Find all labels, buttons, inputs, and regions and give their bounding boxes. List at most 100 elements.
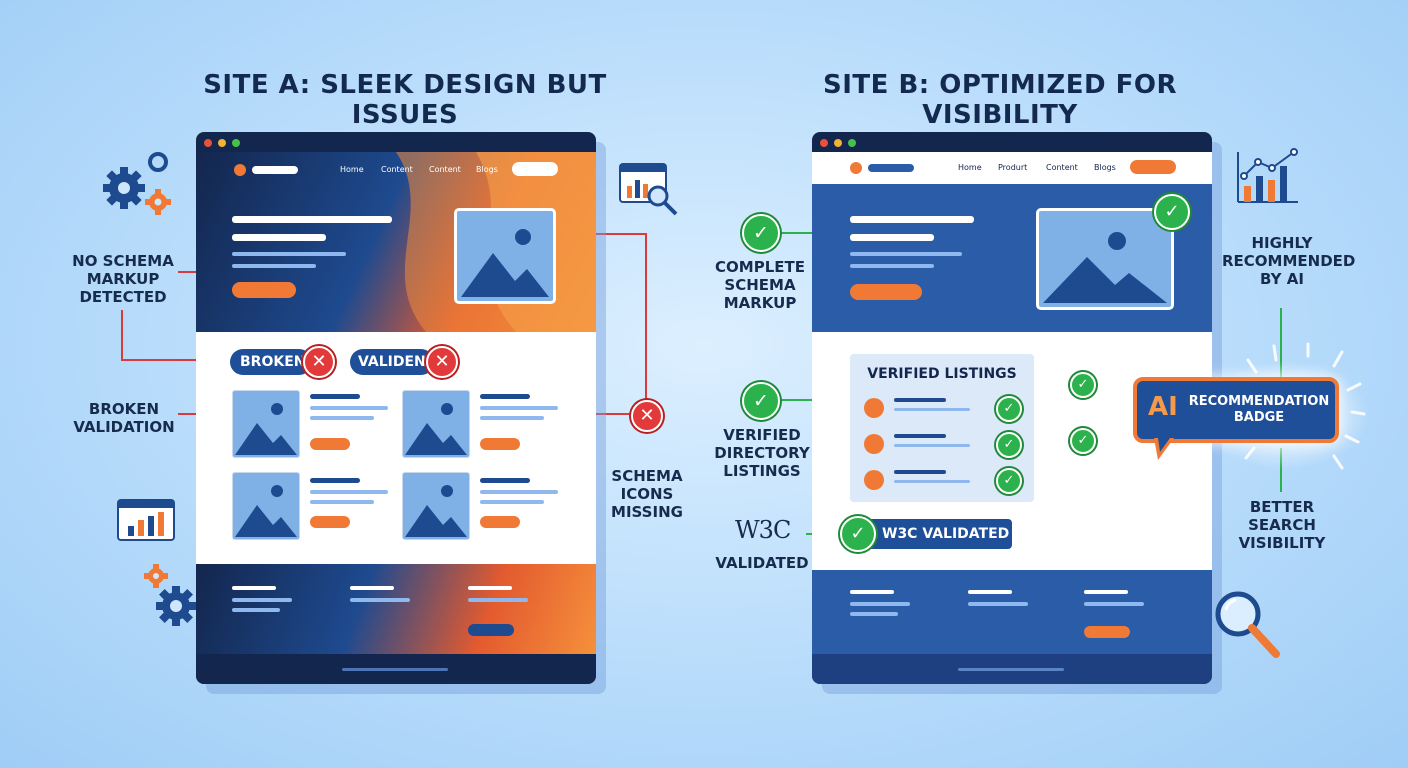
card-text-bar: [480, 500, 544, 504]
nav-cta-button[interactable]: [1130, 160, 1176, 174]
hero-headline-bar: [850, 234, 934, 241]
callout-broken-validation: BROKEN VALIDATION: [73, 400, 175, 436]
hero-text-bar: [850, 264, 934, 268]
ai-badge-text: RECOMMENDATION BADGE: [1188, 394, 1330, 425]
nav-home[interactable]: Home: [958, 163, 982, 172]
listing-title-bar: [894, 470, 946, 474]
listing-dot: [864, 470, 884, 490]
footer-section: [196, 564, 596, 684]
card-text-bar: [310, 416, 374, 420]
listing-dot: [864, 398, 884, 418]
bar-chart-window-icon: [117, 499, 175, 541]
hero-text-bar: [850, 252, 962, 256]
nav-cta-button[interactable]: [512, 162, 558, 176]
broken-badge: BROKEN: [230, 349, 312, 375]
card-text-bar: [480, 406, 558, 410]
site-a-title: SITE A: SLEEK DESIGN BUT ISSUES: [203, 70, 607, 130]
validen-badge: VALIDEN: [350, 349, 434, 375]
check-icon: ✓: [1070, 372, 1096, 398]
card-title-bar: [310, 478, 360, 483]
nav-blogs[interactable]: Blogs: [1094, 163, 1116, 172]
check-icon: ✓: [840, 516, 876, 552]
footer-section: [812, 570, 1212, 684]
nav-content-2[interactable]: Content: [429, 165, 461, 174]
verified-listings-panel: VERIFIED LISTINGS: [850, 354, 1034, 502]
window-close-dot[interactable]: [204, 139, 212, 147]
error-x-icon: ✕: [426, 346, 458, 378]
callout-schema-missing: SCHEMA ICONS MISSING: [611, 467, 683, 521]
card-button[interactable]: [480, 516, 520, 528]
card-button[interactable]: [310, 516, 350, 528]
window-close-dot[interactable]: [820, 139, 828, 147]
window-titlebar: [196, 132, 596, 152]
hero-cta-button[interactable]: [232, 282, 296, 298]
site-a-window: Home Content Content Blogs: [196, 132, 596, 684]
analytics-search-icon: [619, 163, 678, 216]
check-icon: ✓: [996, 432, 1022, 458]
broken-badge-label: BROKEN: [240, 354, 306, 370]
card-text-bar: [310, 490, 388, 494]
callout-verified-listings: VERIFIED DIRECTORY LISTINGS: [714, 426, 810, 480]
nav-blogs[interactable]: Blogs: [476, 165, 498, 174]
hero-image: [454, 208, 556, 304]
listing-text-bar: [894, 408, 970, 411]
check-icon: ✓: [742, 214, 780, 252]
check-icon: ✓: [996, 396, 1022, 422]
callout-highly-recommended: HIGHLY RECOMMENDED BY AI: [1222, 234, 1356, 288]
card-text-bar: [310, 500, 374, 504]
hero-headline-bar: [232, 216, 392, 223]
hero-image: [1036, 208, 1174, 310]
callout-no-schema: NO SCHEMA MARKUP DETECTED: [72, 252, 174, 306]
hero-section: [812, 184, 1212, 332]
card-text-bar: [480, 416, 544, 420]
listing-text-bar: [894, 480, 970, 483]
logo-bar: [868, 164, 914, 172]
footer-link-bar: [232, 608, 280, 612]
window-max-dot[interactable]: [848, 139, 856, 147]
hero-cta-button[interactable]: [850, 284, 922, 300]
image-placeholder-icon: [405, 485, 467, 537]
callout-better-search: BETTER SEARCH VISIBILITY: [1238, 498, 1326, 552]
footer-link-bar: [232, 586, 276, 590]
footer-link-bar: [1084, 602, 1144, 606]
card-button[interactable]: [480, 438, 520, 450]
footer-link-bar: [468, 586, 512, 590]
card-image: [402, 472, 470, 540]
trend-chart-icon: [1237, 148, 1298, 203]
check-icon: ✓: [1070, 428, 1096, 454]
card-title-bar: [310, 394, 360, 399]
image-placeholder-icon: [405, 403, 467, 455]
window-min-dot[interactable]: [218, 139, 226, 147]
image-placeholder-icon: [235, 485, 297, 537]
nav-content[interactable]: Content: [381, 165, 413, 174]
card-button[interactable]: [310, 438, 350, 450]
footer-link-bar: [468, 598, 528, 602]
footer-button[interactable]: [1084, 626, 1130, 638]
magnifier-icon: [1215, 591, 1280, 658]
logo-bar: [252, 166, 298, 174]
hero-headline-bar: [850, 216, 974, 223]
window-max-dot[interactable]: [232, 139, 240, 147]
logo-dot: [850, 162, 862, 174]
image-placeholder-icon: [235, 403, 297, 455]
footer-link-bar: [850, 602, 910, 606]
verified-listings-title: VERIFIED LISTINGS: [867, 366, 1017, 382]
card-text-bar: [480, 490, 558, 494]
nav-product[interactable]: Produrt: [998, 163, 1028, 172]
footer-link-bar: [1084, 590, 1128, 594]
listing-title-bar: [894, 434, 946, 438]
footer-button[interactable]: [468, 624, 514, 636]
nav-content[interactable]: Content: [1046, 163, 1078, 172]
hero-text-bar: [232, 252, 346, 256]
card-text-bar: [310, 406, 388, 410]
hero-text-bar: [232, 264, 316, 268]
listing-text-bar: [894, 444, 970, 447]
nav-home[interactable]: Home: [340, 165, 364, 174]
window-titlebar: [812, 132, 1212, 152]
badge-tail: [1154, 438, 1174, 460]
card-image: [232, 390, 300, 458]
footer-link-bar: [350, 598, 410, 602]
footer-bottom-bar: [958, 668, 1064, 671]
window-min-dot[interactable]: [834, 139, 842, 147]
check-icon: ✓: [996, 468, 1022, 494]
